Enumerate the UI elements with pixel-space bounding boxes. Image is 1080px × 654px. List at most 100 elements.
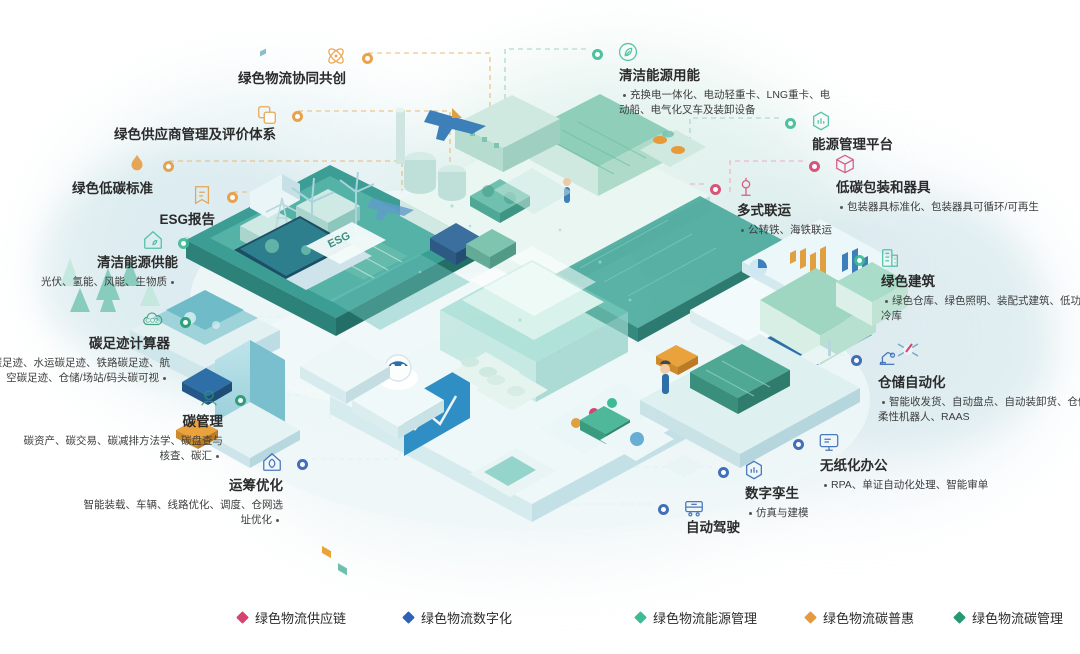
callout-subtitle-text: 绿色仓库、绿色照明、装配式建筑、低功耗冷库: [881, 294, 1080, 323]
callout-title: 绿色供应商管理及评价体系: [114, 127, 276, 142]
callout-title: 绿色建筑: [881, 274, 935, 289]
callout-carbon-management[interactable]: 碳管理碳资产、碳交易、碳减排方法学、碳盘查与核查、碳汇: [0, 414, 224, 464]
callout-subtitle: 光伏、氢能、风能、生物质: [0, 275, 178, 290]
monitor-icon: [818, 430, 840, 454]
callout-paperless-office[interactable]: 无纸化办公 RPA、单证自动化处理、智能审单: [820, 458, 1070, 493]
connector-node: [362, 53, 373, 64]
callout-clean-energy-usage[interactable]: 清洁能源用能充换电一体化、电动轻重卡、LNG重卡、电动船、电气化叉车及装卸设备: [619, 68, 869, 118]
connector-node: [718, 467, 729, 478]
connector-node: [163, 161, 174, 172]
callout-subtitle: 公转铁、海铁联运: [737, 223, 952, 238]
callout-subtitle: 碳资产、碳交易、碳减排方法学、碳盘查与核查、碳汇: [18, 434, 224, 464]
rail-icon: [735, 175, 757, 199]
callout-title: 绿色物流协同共创: [238, 71, 346, 86]
callout-subtitle-text: 充换电一体化、电动轻重卡、LNG重卡、电动船、电气化叉车及装卸设备: [619, 88, 831, 117]
callout-subtitle-text: RPA、单证自动化处理、智能审单: [831, 478, 989, 491]
legend-label: 绿色物流碳普惠: [823, 611, 915, 626]
report-icon: [191, 183, 213, 207]
callout-carbon-footprint-calculator[interactable]: 碳足迹计算器汽运碳足迹、水运碳足迹、铁路碳足迹、航空碳足迹、仓储/场站/码头碳可…: [0, 336, 170, 386]
legend-label: 绿色物流碳管理: [972, 611, 1064, 626]
hex-chart-icon: [810, 109, 832, 133]
callout-subtitle-text: 碳资产、碳交易、碳减排方法学、碳盘查与核查、碳汇: [23, 434, 224, 463]
bullet-icon: [171, 280, 174, 284]
callout-title: 碳足迹计算器: [89, 336, 170, 351]
connector-node: [809, 161, 820, 172]
callout-title: 能源管理平台: [812, 137, 893, 152]
callout-subtitle-text: 包装器具标准化、包装器具可循环/可再生: [847, 200, 1039, 213]
callout-energy-management-platform[interactable]: 能源管理平台: [812, 137, 1062, 154]
connector-node: [710, 184, 721, 195]
callout-title: 运筹优化: [229, 478, 283, 493]
callout-subtitle-text: 公转铁、海铁联运: [748, 223, 832, 236]
callout-title: 自动驾驶: [686, 520, 740, 535]
callout-title: 碳管理: [182, 414, 224, 429]
callout-title: 绿色低碳标准: [72, 181, 153, 196]
callout-green-low-carbon-standard[interactable]: 绿色低碳标准: [0, 181, 153, 198]
callout-multimodal-transport[interactable]: 多式联运公转铁、海铁联运: [737, 203, 987, 238]
callout-autonomous-driving[interactable]: 自动驾驶: [686, 520, 936, 537]
callout-title: 仓储自动化: [878, 375, 946, 390]
legend-item[interactable]: 绿色物流碳管理: [953, 608, 1064, 627]
callout-title: 清洁能源供能: [97, 255, 178, 270]
connector-node: [235, 395, 246, 406]
callout-subtitle: 充换电一体化、电动轻重卡、LNG重卡、电动船、电气化叉车及装卸设备: [619, 88, 834, 118]
callout-title: 清洁能源用能: [619, 68, 700, 83]
legend-label: 绿色物流能源管理: [653, 611, 758, 626]
callout-green-supplier-management[interactable]: 绿色供应商管理及评价体系: [26, 127, 276, 144]
callout-green-logistics-collaboration[interactable]: 绿色物流协同共创: [96, 71, 346, 88]
bullet-icon: [623, 93, 626, 97]
callout-subtitle-text: 仿真与建模: [756, 506, 809, 519]
callout-subtitle-text: 汽运碳足迹、水运碳足迹、铁路碳足迹、航空碳足迹、仓储/场站/码头碳可视: [0, 356, 170, 385]
callout-subtitle: 仿真与建模: [745, 506, 960, 521]
atom-icon: [325, 44, 347, 68]
connector-node: [592, 49, 603, 60]
callout-subtitle-text: 光伏、氢能、风能、生物质: [41, 275, 167, 288]
callout-operations-optimization[interactable]: 运筹优化智能装载、车辆、线路优化、调度、仓网选址优化: [33, 478, 284, 528]
callout-clean-energy-supply[interactable]: 清洁能源供能光伏、氢能、风能、生物质: [0, 255, 178, 290]
legend-diamond-icon: [953, 611, 966, 624]
hand-leaf-icon: [198, 386, 220, 410]
callout-title: 多式联运: [737, 203, 791, 218]
callout-subtitle: 汽运碳足迹、水运碳足迹、铁路碳足迹、航空碳足迹、仓储/场站/码头碳可视: [0, 356, 170, 386]
bullet-icon: [885, 299, 888, 303]
callout-warehouse-automation[interactable]: 仓储自动化智能收发货、自动盘点、自动装卸货、仓储柔性机器人、RAAS: [878, 375, 1080, 425]
callout-low-carbon-packaging[interactable]: 低碳包装和器具包装器具标准化、包装器具可循环/可再生: [836, 180, 1080, 215]
bullet-icon: [216, 454, 219, 458]
connector-node: [793, 439, 804, 450]
callout-title: ESG报告: [159, 212, 215, 227]
callout-esg-report[interactable]: ESG报告: [0, 212, 215, 229]
connector-node: [785, 118, 796, 129]
bullet-icon: [163, 376, 166, 380]
legend-item[interactable]: 绿色物流数字化: [402, 608, 513, 627]
robot-arm-icon: [876, 345, 898, 369]
svg-text:CO2: CO2: [145, 318, 159, 325]
leaf-circle-icon: [617, 40, 639, 64]
callout-title: 无纸化办公: [820, 458, 888, 473]
flame-icon: [126, 152, 148, 176]
truck-icon: [683, 496, 705, 520]
callout-green-building[interactable]: 绿色建筑绿色仓库、绿色照明、装配式建筑、低功耗冷库: [881, 274, 1080, 324]
callout-title: 数字孪生: [745, 486, 799, 501]
legend-item[interactable]: 绿色物流能源管理: [634, 608, 758, 627]
home-leaf-icon: [142, 228, 164, 252]
box-icon: [834, 152, 856, 176]
callout-subtitle: 智能装载、车辆、线路优化、调度、仓网选址优化: [78, 498, 284, 528]
bullet-icon: [749, 511, 752, 515]
home-chart-icon: [261, 450, 283, 474]
bullet-icon: [840, 205, 843, 209]
legend-item[interactable]: 绿色物流碳普惠: [804, 608, 915, 627]
callout-digital-twin[interactable]: 数字孪生仿真与建模: [745, 486, 995, 521]
connector-node: [851, 355, 862, 366]
copy-icon: [256, 103, 278, 127]
bullet-icon: [741, 228, 744, 232]
callout-subtitle: RPA、单证自动化处理、智能审单: [820, 478, 1035, 493]
callout-subtitle: 包装器具标准化、包装器具可循环/可再生: [836, 200, 1051, 215]
legend-item[interactable]: 绿色物流供应链: [236, 608, 346, 627]
bullet-icon: [824, 483, 827, 487]
callout-subtitle: 绿色仓库、绿色照明、装配式建筑、低功耗冷库: [881, 294, 1080, 324]
legend-label: 绿色物流数字化: [421, 611, 513, 626]
bullet-icon: [276, 518, 279, 522]
legend-diamond-icon: [402, 611, 415, 624]
callout-subtitle-text: 智能收发货、自动盘点、自动装卸货、仓储柔性机器人、RAAS: [878, 395, 1080, 424]
